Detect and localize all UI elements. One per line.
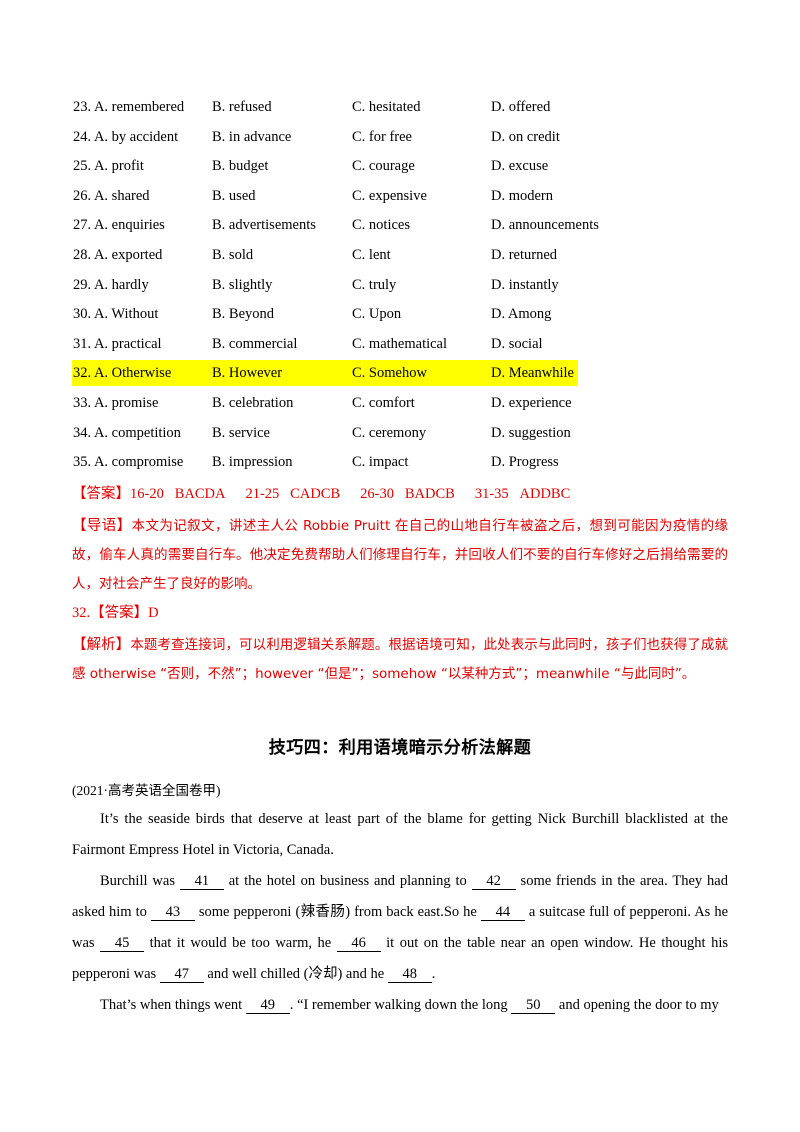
option-row-26: 26. A. shared B. used C. expensive D. moder… — [72, 183, 728, 209]
option-a: 30. A. Without — [73, 306, 159, 323]
option-b: B. advertisements — [212, 217, 316, 234]
answer-group: 21-25 CADCB — [245, 486, 341, 502]
answer-groups: 16-20 BACDA 21-25 CADCB 26-30 BADCB 31-35 A… — [130, 486, 590, 502]
option-d: D. returned — [491, 247, 558, 263]
option-d: D. modern — [491, 187, 554, 204]
blank-44: 44 — [480, 904, 525, 921]
option-a: 25. A. profit — [73, 158, 144, 175]
answer-group: 16-20 BACDA — [130, 486, 226, 502]
option-c: C. truly — [352, 276, 397, 293]
option-row-23: 23. A. remembered B. refused C. hesitated D… — [72, 94, 728, 120]
option-b: B. slightly — [212, 276, 273, 293]
analysis-label: 【解析】 — [72, 637, 131, 653]
option-a: 26. A. shared — [73, 187, 150, 204]
option-row-31: 31. A. practical B. commercial C. mathemat… — [72, 331, 728, 357]
option-a: 28. A. exported — [73, 247, 163, 263]
option-b: B. commercial — [212, 335, 298, 352]
option-row-27: 27. A. enquiries B. advertisements C. noti… — [72, 212, 728, 238]
option-row-35: 35. A. compromise B. impression C. impact D… — [72, 449, 728, 475]
option-b: B. impression — [212, 454, 293, 471]
blank-43: 43 — [150, 904, 195, 921]
option-c: C. notices — [352, 217, 410, 234]
blank-42: 42 — [471, 873, 516, 890]
option-b: B. budget — [212, 158, 269, 175]
option-row-28: 28. A. exported B. sold C. lent D. returned — [72, 242, 728, 268]
option-d: D. on credit — [491, 128, 560, 145]
passage-paragraph-2: Burchill was 41 at the hotel on business… — [72, 873, 729, 983]
option-d: D. offered — [491, 99, 551, 115]
option-c: C. impact — [352, 454, 409, 471]
guide-label: 【导语】 — [72, 518, 132, 534]
option-row-32: 32. A. Otherwise B. However C. Somehow D. M… — [72, 360, 578, 387]
option-d: D. social — [491, 335, 543, 352]
option-row-30: 30. A. Without B. Beyond C. Upon D. Among — [72, 301, 728, 327]
option-b: B. used — [212, 187, 256, 204]
option-c: C. lent — [352, 247, 391, 263]
option-c: C. courage — [352, 158, 415, 175]
option-b: B. service — [212, 424, 270, 441]
passage-paragraph-3: That’s when things went 49. “I remember … — [100, 997, 719, 1014]
option-c: C. expensive — [352, 187, 427, 204]
passage-paragraph-1: It’s the seaside birds that deserve at l… — [72, 811, 728, 858]
blank-45: 45 — [100, 935, 145, 952]
option-c: C. ceremony — [352, 424, 427, 441]
option-d: D. announcements — [491, 217, 599, 234]
option-row-25: 25. A. profit B. budget C. courage D. excus… — [72, 153, 728, 179]
blank-48: 48 — [387, 966, 432, 983]
option-a: 33. A. promise — [73, 395, 159, 411]
option-a: 31. A. practical — [73, 335, 162, 352]
guide-paragraph: 【导语】本文为记叙文，讲述主人公 Robbie Pruitt 在自己的山地自行车… — [72, 512, 728, 599]
option-a: 24. A. by accident — [73, 128, 179, 145]
option-b: B. sold — [212, 247, 254, 263]
option-d: D. experience — [491, 395, 572, 411]
option-row-29: 29. A. hardly B. slightly C. truly D. insta… — [72, 272, 728, 298]
option-b: B. in advance — [212, 128, 292, 145]
option-d: D. Meanwhile — [491, 365, 574, 382]
blank-50: 50 — [511, 997, 556, 1014]
answer-line: 【答案】16-20 BACDA 21-25 CADCB 26-30 BADCB 31-… — [72, 483, 728, 505]
option-c: C. hesitated — [352, 99, 421, 115]
option-d: D. excuse — [491, 158, 549, 175]
q32-answer-text: 32.【答案】D — [72, 605, 159, 621]
answer-group: 26-30 BADCB — [360, 486, 455, 502]
answer-label: 【答案】 — [72, 486, 130, 502]
option-row-24: 24. A. by accident B. in advance C. for fr… — [72, 124, 728, 150]
option-c: C. Somehow — [352, 365, 427, 382]
option-d: D. Progress — [491, 454, 559, 471]
option-a: 23. A. remembered — [73, 99, 185, 115]
option-b: B. celebration — [212, 395, 294, 411]
blank-47: 47 — [159, 966, 204, 983]
option-c: C. for free — [352, 128, 412, 145]
option-b: B. However — [212, 365, 283, 382]
exam-source: (2021·高考英语全国卷甲) — [72, 783, 221, 798]
option-c: C. mathematical — [352, 335, 448, 352]
option-d: D. instantly — [491, 276, 559, 293]
q32-answer: 32.【答案】D — [72, 601, 728, 625]
option-b: B. Beyond — [212, 306, 275, 323]
option-d: D. suggestion — [491, 424, 571, 441]
option-d: D. Among — [491, 306, 552, 323]
section-title: 技巧四：利用语境暗示分析法解题 — [268, 738, 532, 758]
option-a: 34. A. competition — [73, 424, 181, 441]
guide-text: 本文为记叙文，讲述主人公 Robbie Pruitt 在自己的山地自行车被盗之后… — [72, 518, 728, 592]
option-a: 27. A. enquiries — [73, 217, 165, 234]
blank-49: 49 — [245, 997, 290, 1014]
blank-41: 41 — [179, 873, 224, 890]
analysis-paragraph: 【解析】本题考查连接词，可以利用逻辑关系解题。根据语境可知，此处表示与此同时，孩… — [72, 631, 728, 689]
analysis-text: 本题考查连接词，可以利用逻辑关系解题。根据语境可知，此处表示与此同时，孩子们也获… — [72, 637, 729, 682]
option-c: C. comfort — [352, 395, 415, 411]
option-a: 32. A. Otherwise — [73, 365, 172, 382]
answer-group: 31-35 ADDBC — [474, 486, 571, 502]
option-a: 29. A. hardly — [73, 276, 149, 293]
option-a: 35. A. compromise — [73, 454, 184, 471]
option-row-33: 33. A. promise B. celebration C. comfort D.… — [72, 390, 728, 416]
option-row-34: 34. A. competition B. service C. ceremony D… — [72, 420, 728, 446]
blank-46: 46 — [336, 935, 381, 952]
option-b: B. refused — [212, 99, 272, 115]
option-c: C. Upon — [352, 306, 402, 323]
